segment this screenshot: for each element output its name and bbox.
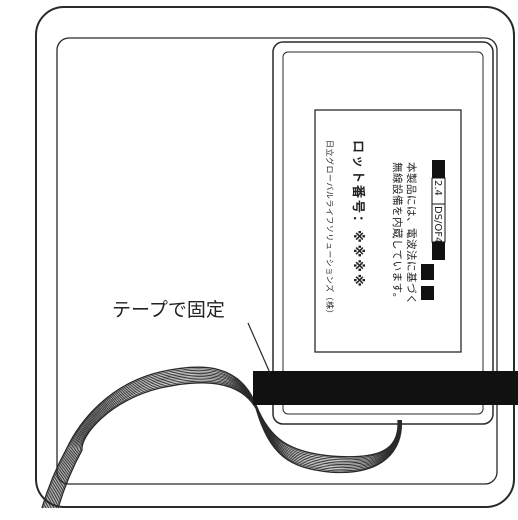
callout-label: テープで固定 <box>112 299 225 321</box>
inner-panel <box>56 37 498 485</box>
manufacturer-name: 日立グローバルライフソリューションズ（株） <box>325 140 335 318</box>
code-bar-2 <box>421 264 434 280</box>
code-bar-3 <box>421 286 434 300</box>
device-body-inner-edge <box>282 51 484 415</box>
fixing-tape <box>253 371 518 405</box>
notice-line-2: 無線設備を内蔵しています。 <box>391 162 404 304</box>
callout-leader <box>247 322 271 374</box>
ribbon-strand <box>51 376 401 509</box>
ribbon-strand <box>52 377 401 509</box>
wireless-code-prefix: 2.4 <box>432 180 443 196</box>
ribbon-edge <box>41 366 399 509</box>
wireless-code-badge: 2.4 DS/OF4 <box>431 160 446 260</box>
ribbon-strand <box>55 380 402 509</box>
ribbon-cable <box>41 366 402 509</box>
ribbon-strand <box>54 379 402 509</box>
ribbon-strand <box>47 373 400 509</box>
ribbon-strand <box>44 369 400 509</box>
ribbon-strand <box>43 368 399 509</box>
ribbon-strand <box>49 374 401 509</box>
wireless-code-suffix: DS/OF4 <box>432 206 443 243</box>
outer-panel <box>35 6 515 508</box>
notice-line-1: 本製品には、電波法に基づく <box>405 162 418 305</box>
ribbon-strand <box>46 371 400 509</box>
lot-number: ロット番号：※※※※ <box>350 140 366 289</box>
ribbon-edge <box>57 382 402 509</box>
